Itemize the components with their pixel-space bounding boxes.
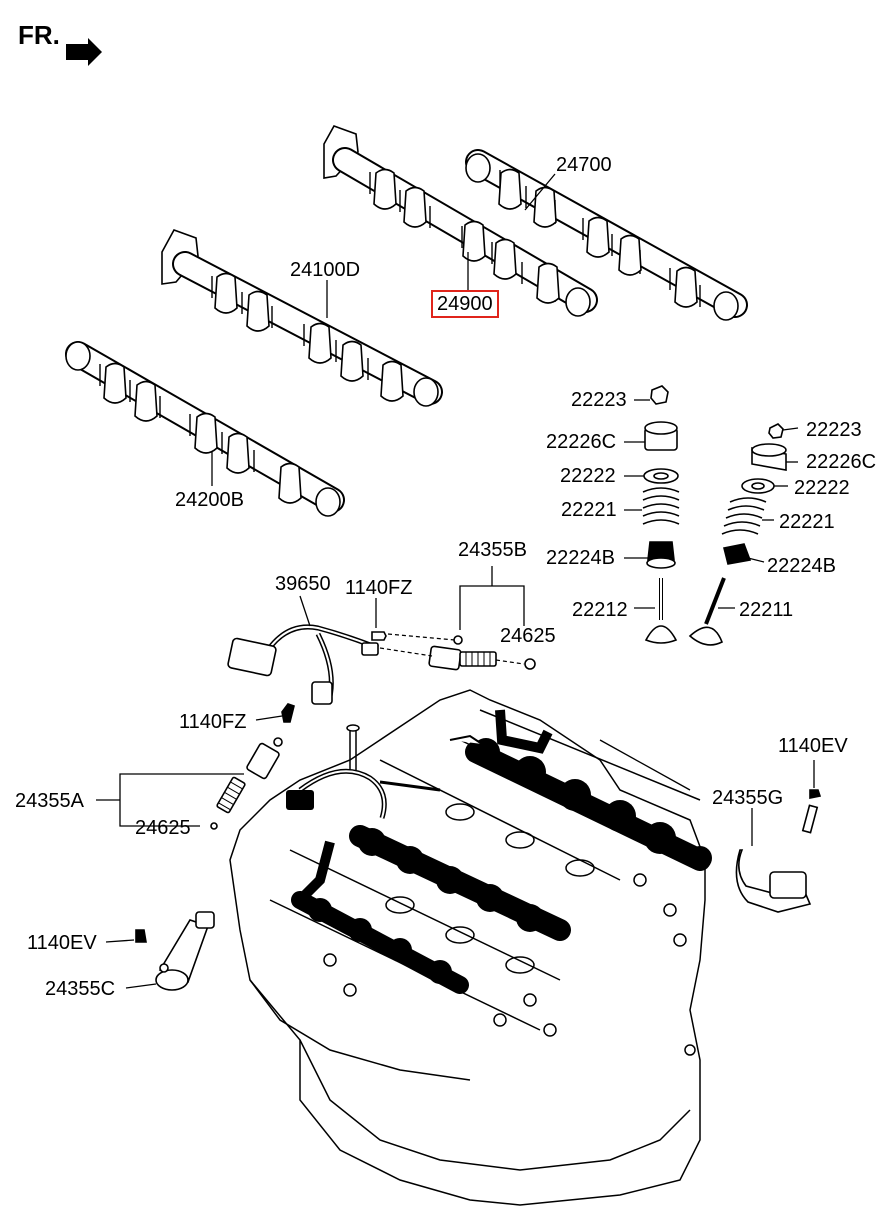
label-22222-right: 22222 [794,477,850,499]
label-22223-right: 22223 [806,419,862,441]
label-22221-right: 22221 [779,511,835,533]
camshaft-24900 [323,125,598,317]
label-24900-highlighted[interactable]: 24900 [431,290,499,318]
camshaft-leader-lines [211,173,556,486]
ocv-b-leader-lines [299,566,525,630]
ocv-b-assembly-lines [379,633,525,665]
ocv-c-leader-lines [105,939,157,989]
valve-train-left [642,385,680,644]
cylinder-head-assembly [229,689,706,1206]
ocv-24355B [371,631,536,671]
label-22212: 22212 [572,599,628,621]
wiring-harness-39650 [227,624,379,705]
label-24625-bottom: 24625 [135,817,191,839]
label-22224B-left: 22224B [546,547,615,569]
label-22211: 22211 [739,599,794,621]
label-39650: 39650 [275,573,331,595]
front-indicator-label: FR. [18,20,60,50]
valve-train-right [688,423,787,646]
ocv-a-leader-lines [96,715,283,827]
front-direction-arrow-icon [66,38,102,66]
label-22223-left: 22223 [571,389,627,411]
label-24355G: 24355G [712,787,784,809]
label-24700: 24700 [556,154,612,176]
label-24355B: 24355B [458,539,527,561]
label-1140EV-right: 1140EV [778,735,848,757]
label-1140FZ-mid: 1140FZ [179,711,247,733]
label-24100D: 24100D [290,259,361,281]
label-24200B: 24200B [175,489,244,511]
ocv-24355A [210,703,295,830]
label-24355C: 24355C [45,978,116,1000]
ocv-g-leader-lines [599,739,815,846]
coil-harness-right-bank [449,709,712,871]
label-22222-left: 22222 [560,465,616,487]
camshaft-24200B [65,341,345,517]
camshaft-24700 [465,149,748,321]
label-22226C-left: 22226C [546,431,617,453]
ocv-24355G [735,789,822,913]
label-24355A: 24355A [15,790,84,812]
label-1140FZ-top: 1140FZ [345,577,413,599]
label-1140EV-left: 1140EV [27,932,97,954]
label-22221-left: 22221 [561,499,617,521]
coil-harness-left-bank [286,768,571,994]
valve-leader-lines [624,399,799,609]
label-22224B-right: 22224B [767,555,836,577]
ocv-24355C [135,911,215,991]
label-22226C-right: 22226C [806,451,877,473]
camshaft-24100D [161,229,443,407]
label-24625-top: 24625 [500,625,556,647]
